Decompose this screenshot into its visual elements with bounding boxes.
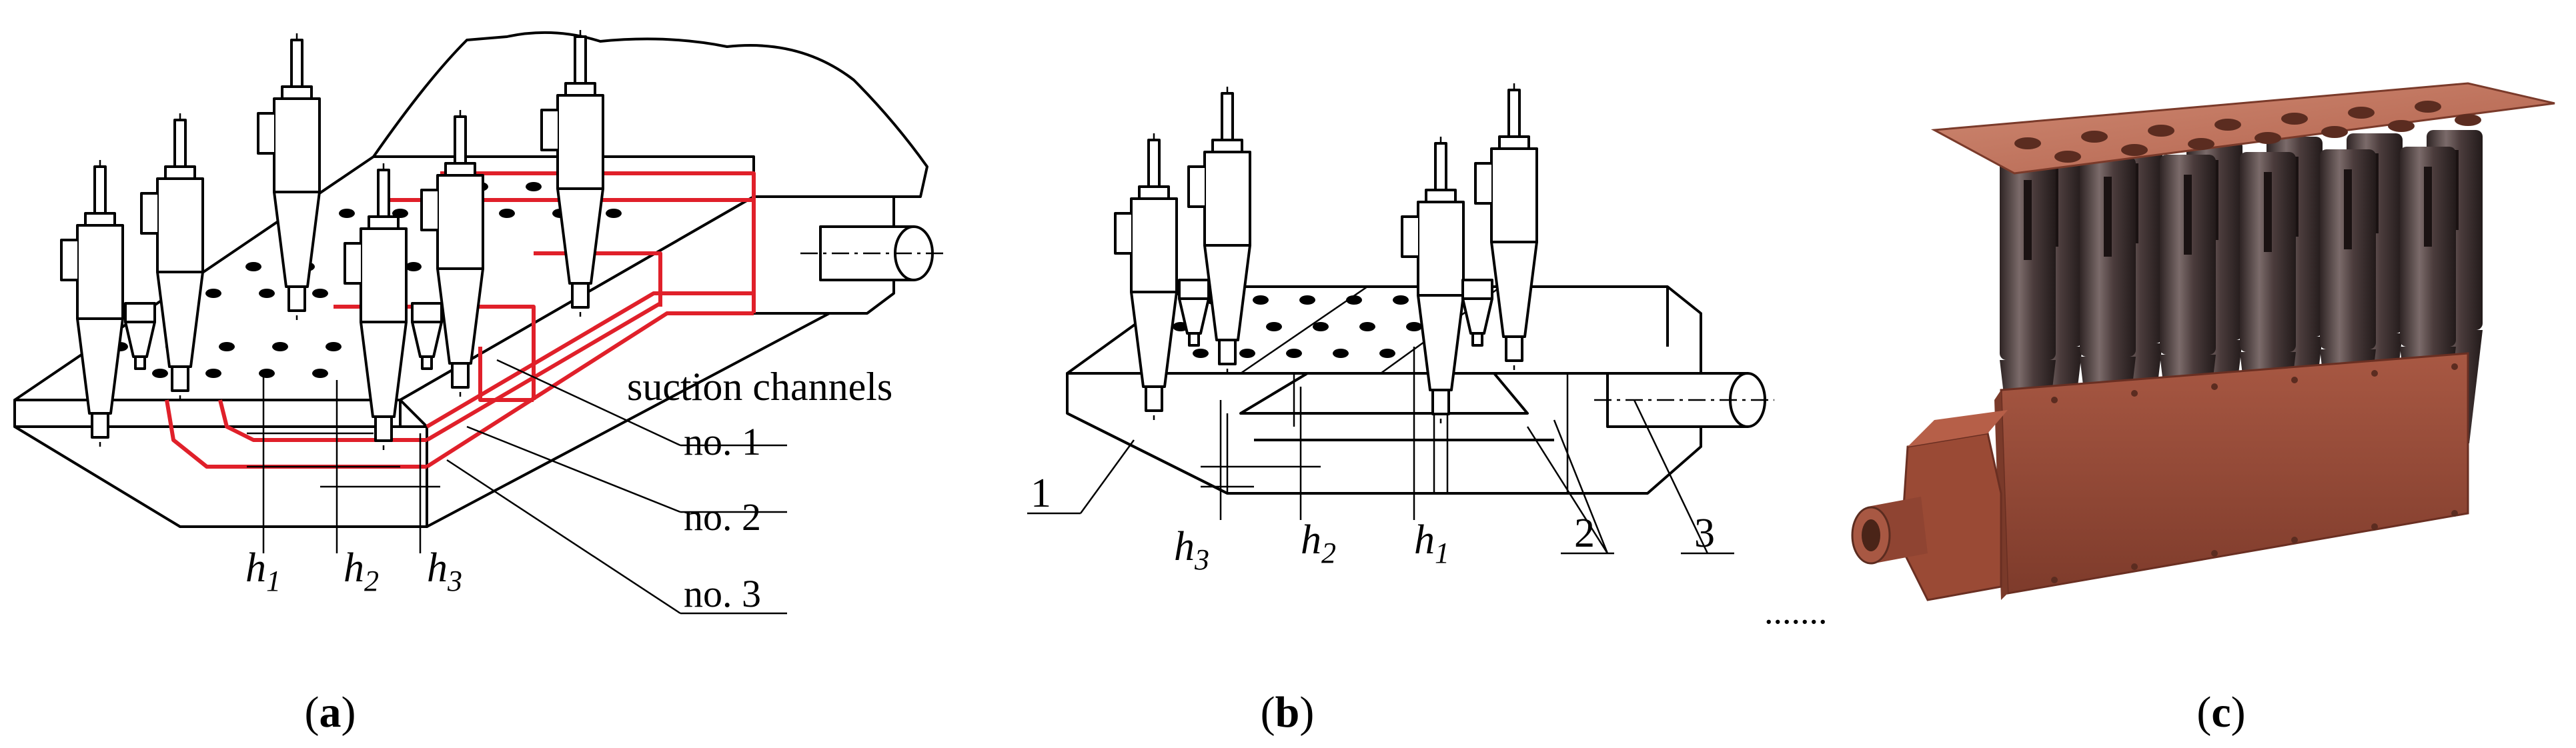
height-label-h2-b: h2 [1301, 517, 1336, 569]
part-label-3: 3 [1694, 511, 1715, 556]
panel-a-drawing [13, 29, 947, 615]
height-label-h1-b: h1 [1414, 517, 1449, 569]
height-label-h1-a: h1 [245, 545, 281, 597]
caption-c: (c) [2196, 688, 2245, 737]
channel-label-2: no. 2 [684, 495, 761, 539]
caption-a: (a) [305, 688, 356, 737]
channel-label-3: no. 3 [684, 572, 761, 615]
height-label-h3-a: h3 [427, 545, 462, 597]
channel-label-1: no. 1 [684, 420, 761, 463]
ellipsis-marker: ....... [1764, 591, 1828, 631]
part-label-2: 2 [1574, 511, 1595, 556]
suction-channels-annotation: suction channels [627, 365, 892, 409]
panel-b-drawing [1027, 82, 1774, 555]
part-label-1: 1 [1031, 471, 1051, 516]
height-label-h3-b: h3 [1174, 524, 1209, 576]
caption-b: (b) [1261, 688, 1315, 737]
height-label-h2-a: h2 [344, 545, 379, 597]
panel-c-photo [1851, 82, 2555, 601]
